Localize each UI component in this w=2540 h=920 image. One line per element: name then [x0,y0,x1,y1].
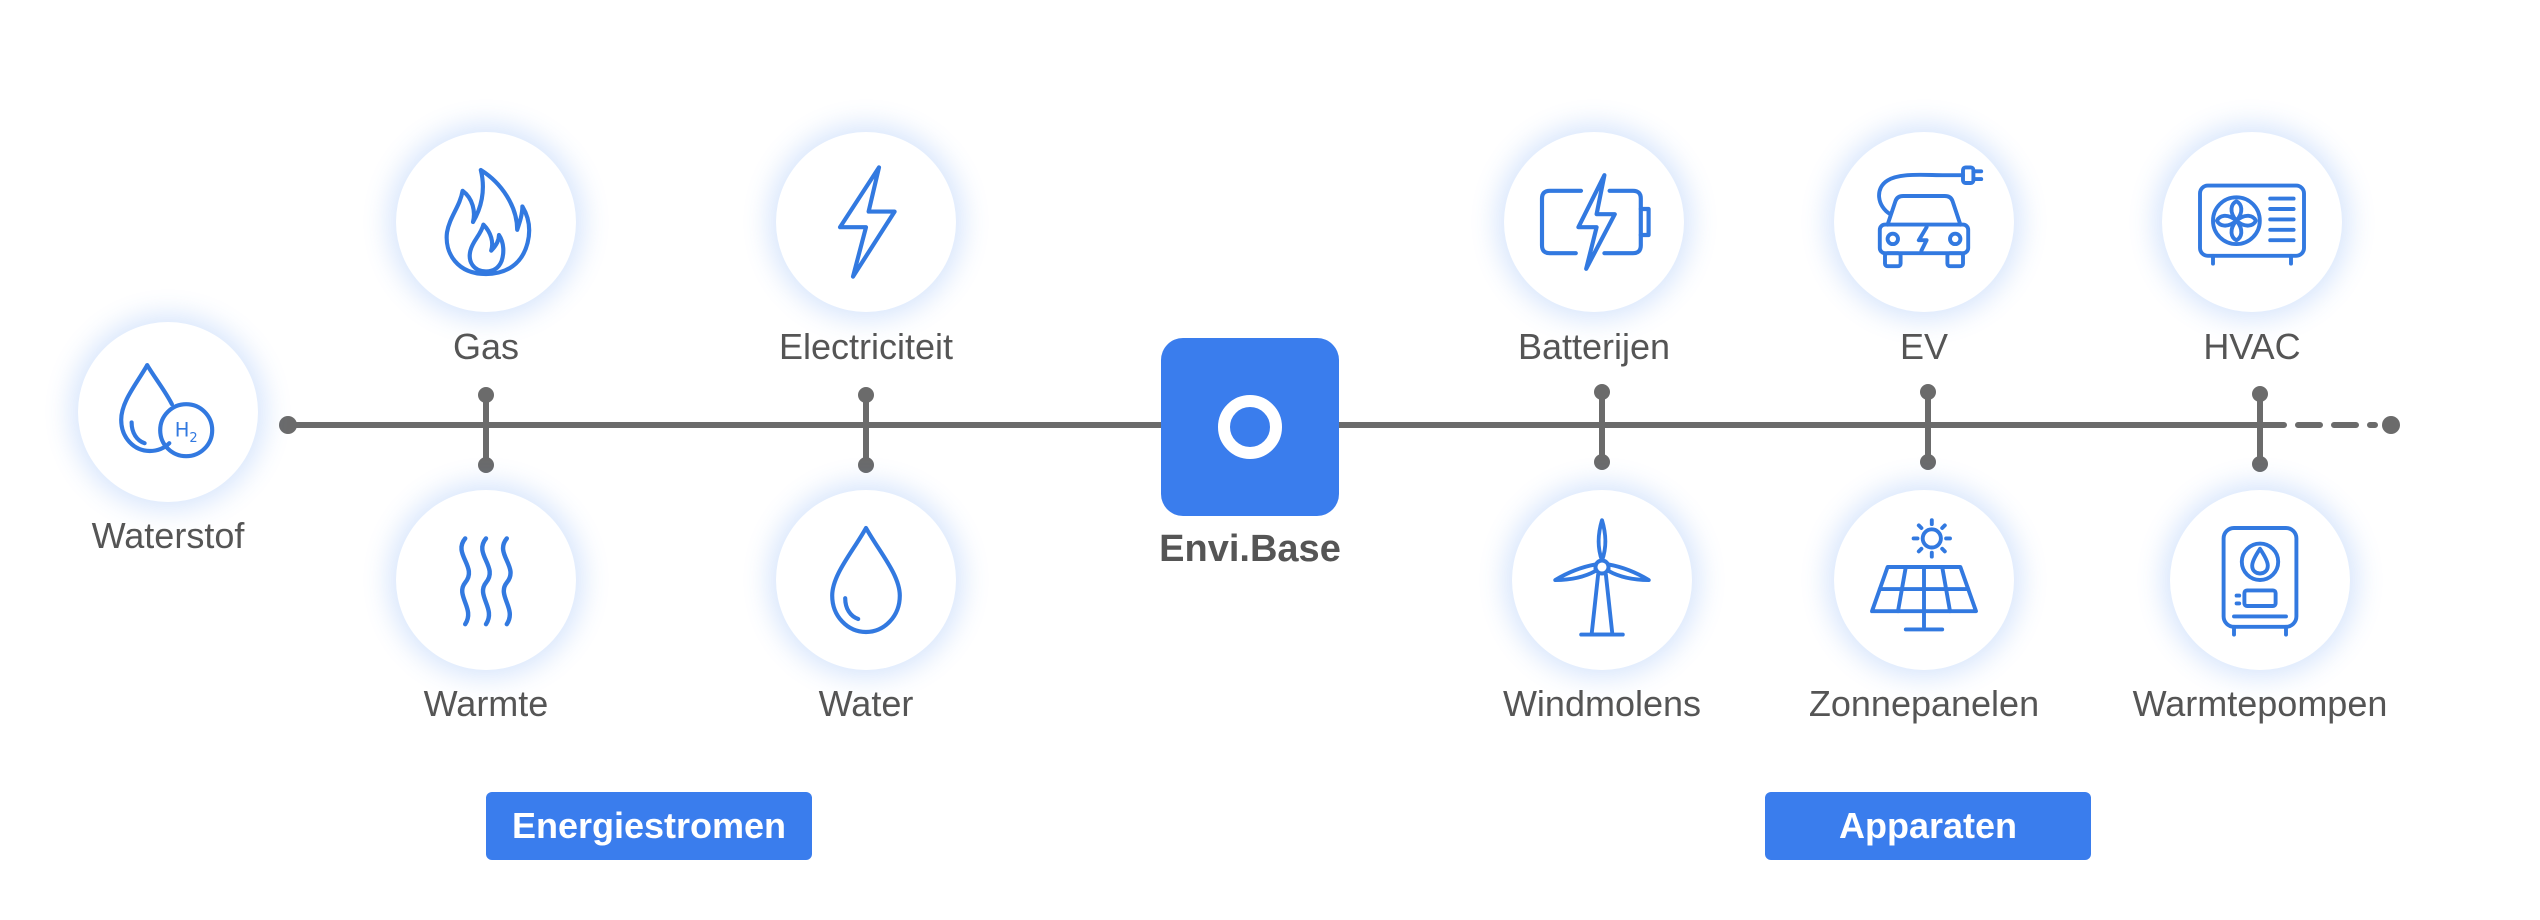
label-waterstof: Waterstof [91,515,245,556]
node-windmolens [1512,490,1692,670]
label-warmtepompen: Warmtepompen [2132,683,2388,724]
label-electriciteit: Electriciteit [778,326,954,367]
node-gas [396,132,576,312]
node-ev [1834,132,2014,312]
label-zonnepanelen: Zonnepanelen [1808,683,2040,724]
label-batterijen: Batterijen [1517,326,1671,367]
label-hvac: HVAC [2203,326,2301,367]
node-batterijen [1504,132,1684,312]
label-windmolens: Windmolens [1502,683,1702,724]
node-warmte [396,490,576,670]
label-warmte: Warmte [423,683,549,724]
node-water [776,490,956,670]
energiestromen-button[interactable]: Energiestromen [486,792,812,860]
hvac-unit-icon [2198,183,2306,266]
heat-waves-icon [459,536,513,627]
wind-turbine-icon [1553,518,1651,637]
node-zonnepanelen [1834,490,2014,670]
node-hvac [2162,132,2342,312]
heat-pump-icon [2221,526,2299,637]
hydrogen-icon: H2 [119,363,215,459]
hub-envi-base [1161,338,1339,516]
water-drop-icon [830,525,902,635]
electric-car-icon [1877,165,1984,269]
label-hub: Envi.Base [1159,528,1341,570]
solar-panel-icon [1870,518,1978,632]
h2-badge: H2 [175,419,198,446]
node-waterstof: H2 [78,322,258,502]
label-water: Water [818,683,914,724]
lightning-bolt-icon [837,165,897,279]
label-gas: Gas [452,326,520,367]
node-electriciteit [776,132,956,312]
line-endpoint-right [2382,416,2400,434]
label-ev: EV [1899,326,1949,367]
battery-charging-icon [1539,173,1651,271]
apparaten-button[interactable]: Apparaten [1765,792,2091,860]
node-warmtepompen [2170,490,2350,670]
line-endpoint-left [279,416,297,434]
flame-icon [444,167,532,277]
hub-ring-icon [1218,395,1282,459]
